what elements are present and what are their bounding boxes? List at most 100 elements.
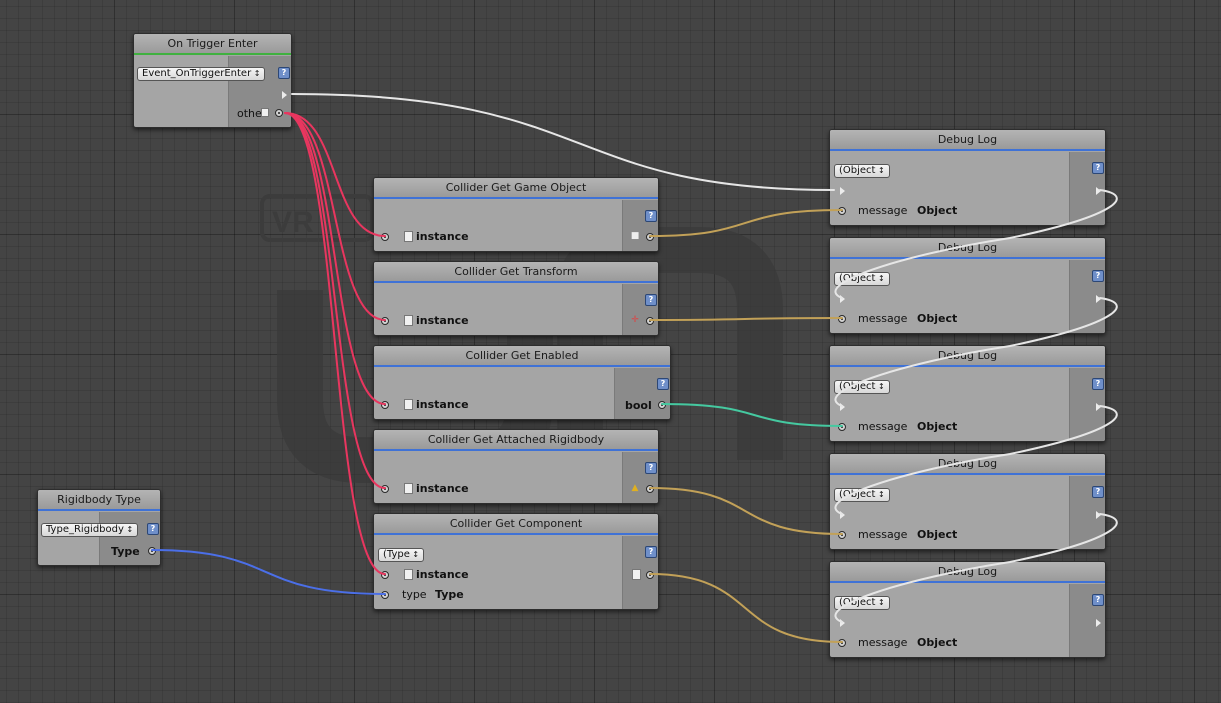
message-input-type: Object (917, 636, 958, 649)
collider-type-icon (404, 399, 413, 410)
output-column (622, 200, 658, 251)
node-debug-log[interactable]: Debug Log (Object ? message Object (829, 453, 1106, 550)
node-debug-log[interactable]: Debug Log (Object ? message Object (829, 237, 1106, 334)
type-input-socket[interactable] (381, 591, 389, 599)
node-debug-log[interactable]: Debug Log (Object ? message Object (829, 345, 1106, 442)
collider-type-icon (404, 315, 413, 326)
node-debug-log[interactable]: Debug Log (Object ? message Object (829, 129, 1106, 226)
transform-output-socket[interactable] (646, 317, 654, 325)
node-collider-get-attached-rigidbody[interactable]: Collider Get Attached Rigidbody instance… (373, 429, 659, 504)
instance-input-label: instance (416, 568, 469, 581)
output-column (622, 284, 658, 335)
help-icon[interactable]: ? (1092, 162, 1104, 174)
help-icon[interactable]: ? (1092, 378, 1104, 390)
node-debug-log[interactable]: Debug Log (Object ? message Object (829, 561, 1106, 658)
message-input-type: Object (917, 204, 958, 217)
node-title: Collider Get Transform (374, 262, 658, 283)
watermark-text: VR (272, 206, 314, 239)
help-icon[interactable]: ? (657, 378, 669, 390)
instance-input-socket[interactable] (381, 401, 389, 409)
help-icon[interactable]: ? (278, 67, 290, 79)
object-dropdown[interactable]: (Object (834, 596, 890, 610)
instance-input-label: instance (416, 482, 469, 495)
message-input-type: Object (917, 312, 958, 325)
instance-input-label: instance (416, 230, 469, 243)
node-title: Debug Log (830, 130, 1105, 151)
node-on-trigger-enter[interactable]: On Trigger Enter Event_OnTriggerEnter ? … (133, 33, 292, 128)
object-dropdown[interactable]: (Object (834, 272, 890, 286)
message-input-socket[interactable] (838, 531, 846, 539)
help-icon[interactable]: ? (1092, 486, 1104, 498)
message-input-type: Object (917, 528, 958, 541)
node-title: Collider Get Game Object (374, 178, 658, 199)
rigidbody-output-socket[interactable] (646, 485, 654, 493)
type-dropdown[interactable]: Type_Rigidbody (41, 523, 139, 537)
message-input-socket[interactable] (838, 207, 846, 215)
message-input-socket[interactable] (838, 639, 846, 647)
object-dropdown[interactable]: (Object (834, 164, 890, 178)
help-icon[interactable]: ? (1092, 270, 1104, 282)
message-input-type: Object (917, 420, 958, 433)
instance-input-socket[interactable] (381, 233, 389, 241)
transform-axes-icon: ✛ (631, 315, 639, 325)
object-dropdown[interactable]: (Object (834, 488, 890, 502)
output-column (614, 368, 670, 419)
node-title: Rigidbody Type (38, 490, 160, 511)
type-input-label: type (402, 588, 427, 601)
flow-in-arrow-icon[interactable] (840, 403, 845, 411)
flow-out-arrow-icon[interactable] (282, 91, 287, 99)
node-title: Debug Log (830, 238, 1105, 259)
instance-input-label: instance (416, 398, 469, 411)
flow-in-arrow-icon[interactable] (840, 295, 845, 303)
collider-type-icon (404, 569, 413, 580)
node-collider-get-game-object[interactable]: Collider Get Game Object instance ? ■ (373, 177, 659, 252)
flow-out-arrow-icon[interactable] (1096, 511, 1101, 519)
gameobject-output-socket[interactable] (646, 233, 654, 241)
message-input-label: message (858, 312, 908, 325)
flow-out-arrow-icon[interactable] (1096, 619, 1101, 627)
help-icon[interactable]: ? (645, 462, 657, 474)
instance-input-socket[interactable] (381, 485, 389, 493)
help-icon[interactable]: ? (147, 523, 159, 535)
message-input-label: message (858, 204, 908, 217)
instance-input-label: instance (416, 314, 469, 327)
type-output-socket[interactable] (148, 547, 156, 555)
help-icon[interactable]: ? (1092, 594, 1104, 606)
node-title: Collider Get Enabled (374, 346, 670, 367)
instance-input-socket[interactable] (381, 317, 389, 325)
type-dropdown[interactable]: (Type (378, 548, 425, 562)
message-input-socket[interactable] (838, 423, 846, 431)
collider-type-icon (261, 108, 269, 117)
message-input-label: message (858, 636, 908, 649)
node-title: Debug Log (830, 346, 1105, 367)
output-column (622, 452, 658, 503)
node-collider-get-component[interactable]: Collider Get Component (Type ? instance … (373, 513, 659, 610)
component-output-socket[interactable] (646, 571, 654, 579)
component-doc-icon (632, 569, 641, 580)
type-input-value: Type (435, 588, 464, 601)
help-icon[interactable]: ? (645, 294, 657, 306)
help-icon[interactable]: ? (645, 210, 657, 222)
message-input-label: message (858, 420, 908, 433)
flow-out-arrow-icon[interactable] (1096, 187, 1101, 195)
node-collider-get-transform[interactable]: Collider Get Transform instance ? ✛ (373, 261, 659, 336)
flow-in-arrow-icon[interactable] (840, 187, 845, 195)
node-title: Debug Log (830, 454, 1105, 475)
message-input-socket[interactable] (838, 315, 846, 323)
type-output-label: Type (111, 545, 140, 558)
flow-in-arrow-icon[interactable] (840, 511, 845, 519)
node-collider-get-enabled[interactable]: Collider Get Enabled instance ? bool (373, 345, 671, 420)
node-title: Debug Log (830, 562, 1105, 583)
instance-input-socket[interactable] (381, 571, 389, 579)
flow-in-arrow-icon[interactable] (840, 619, 845, 627)
event-dropdown[interactable]: Event_OnTriggerEnter (137, 67, 266, 81)
flow-out-arrow-icon[interactable] (1096, 403, 1101, 411)
collider-type-icon (404, 231, 413, 242)
object-dropdown[interactable]: (Object (834, 380, 890, 394)
help-icon[interactable]: ? (645, 546, 657, 558)
flow-out-arrow-icon[interactable] (1096, 295, 1101, 303)
other-output-socket[interactable] (275, 109, 283, 117)
node-rigidbody-type[interactable]: Rigidbody Type Type_Rigidbody ? Type (37, 489, 161, 566)
bool-output-socket[interactable] (658, 401, 666, 409)
other-output-label: othe (237, 107, 262, 120)
